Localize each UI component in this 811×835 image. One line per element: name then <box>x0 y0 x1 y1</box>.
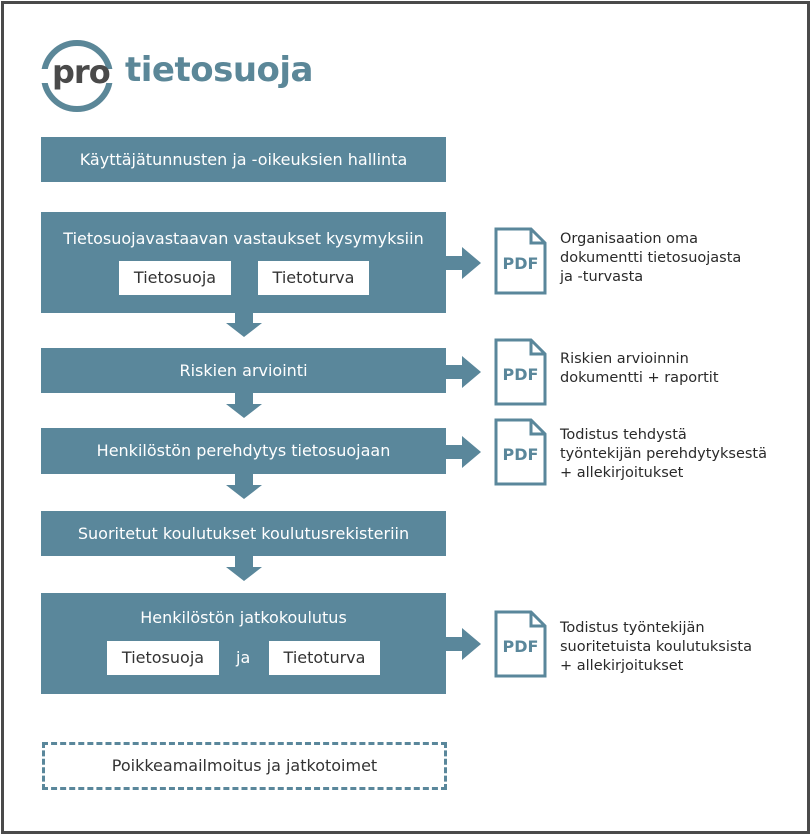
logo-name: tietosuoja <box>125 50 313 90</box>
pro-logo-ring <box>40 40 116 112</box>
note-line: Organisaation oma <box>560 231 699 247</box>
pdf-label: PDF <box>502 637 539 656</box>
output-note: Todistus tehdystä työntekijän perehdytyk… <box>560 426 790 483</box>
chip-tietosuoja: Tietosuoja <box>107 641 219 675</box>
note-line: dokumentti tietosuojasta <box>560 250 742 266</box>
box-label: Käyttäjätunnusten ja -oikeuksien hallint… <box>79 150 408 169</box>
output-note: Riskien arvioinnin dokumentti + raportit <box>560 350 790 388</box>
box-label: Tietosuojavastaavan vastaukset kysymyksi… <box>63 229 424 248</box>
box-staff-orientation: Henkilöstön perehdytys tietosuojaan <box>41 428 446 474</box>
pdf-label: PDF <box>502 254 539 273</box>
box-dpo-answers: Tietosuojavastaavan vastaukset kysymyksi… <box>41 212 446 313</box>
pdf-label: PDF <box>502 445 539 464</box>
box-label: Henkilöstön perehdytys tietosuojaan <box>96 441 391 460</box>
note-line: dokumentti + raportit <box>560 370 719 386</box>
note-line: ja -turvasta <box>560 269 644 285</box>
pdf-icon: PDF <box>494 227 547 295</box>
chip-tietosuoja: Tietosuoja <box>119 261 231 295</box>
logo-pro: pro <box>52 53 111 91</box>
box-user-accounts: Käyttäjätunnusten ja -oikeuksien hallint… <box>41 137 446 182</box>
box-incident-report: Poikkeamailmoitus ja jatkotoimet <box>42 742 447 790</box>
note-line: Riskien arvioinnin <box>560 351 689 367</box>
box-label: Poikkeamailmoitus ja jatkotoimet <box>111 756 378 775</box>
pdf-icon: PDF <box>494 338 547 406</box>
box-label: Suoritetut koulutukset koulutusrekisteri… <box>77 524 410 543</box>
box-training-register: Suoritetut koulutukset koulutusrekisteri… <box>41 511 446 556</box>
box-label: Riskien arviointi <box>179 361 308 380</box>
note-line: + allekirjoitukset <box>560 465 684 481</box>
pdf-icon: PDF <box>494 610 547 678</box>
note-line: Todistus työntekijän <box>560 620 705 636</box>
note-line: suoritetuista koulutuksista <box>560 639 752 655</box>
chip-tietoturva: Tietoturva <box>258 261 369 295</box>
joiner-ja: ja <box>236 648 251 667</box>
note-line: + allekirjoitukset <box>560 658 684 674</box>
box-label: Henkilöstön jatkokoulutus <box>140 608 347 627</box>
pdf-icon: PDF <box>494 418 547 486</box>
output-note: Organisaation oma dokumentti tietosuojas… <box>560 230 790 287</box>
box-risk-assessment: Riskien arviointi <box>41 348 446 393</box>
pdf-label: PDF <box>502 365 539 384</box>
note-line: työntekijän perehdytyksestä <box>560 446 768 462</box>
note-line: Todistus tehdystä <box>560 427 687 443</box>
output-note: Todistus työntekijän suoritetuista koulu… <box>560 619 790 676</box>
chip-tietoturva: Tietoturva <box>269 641 380 675</box>
